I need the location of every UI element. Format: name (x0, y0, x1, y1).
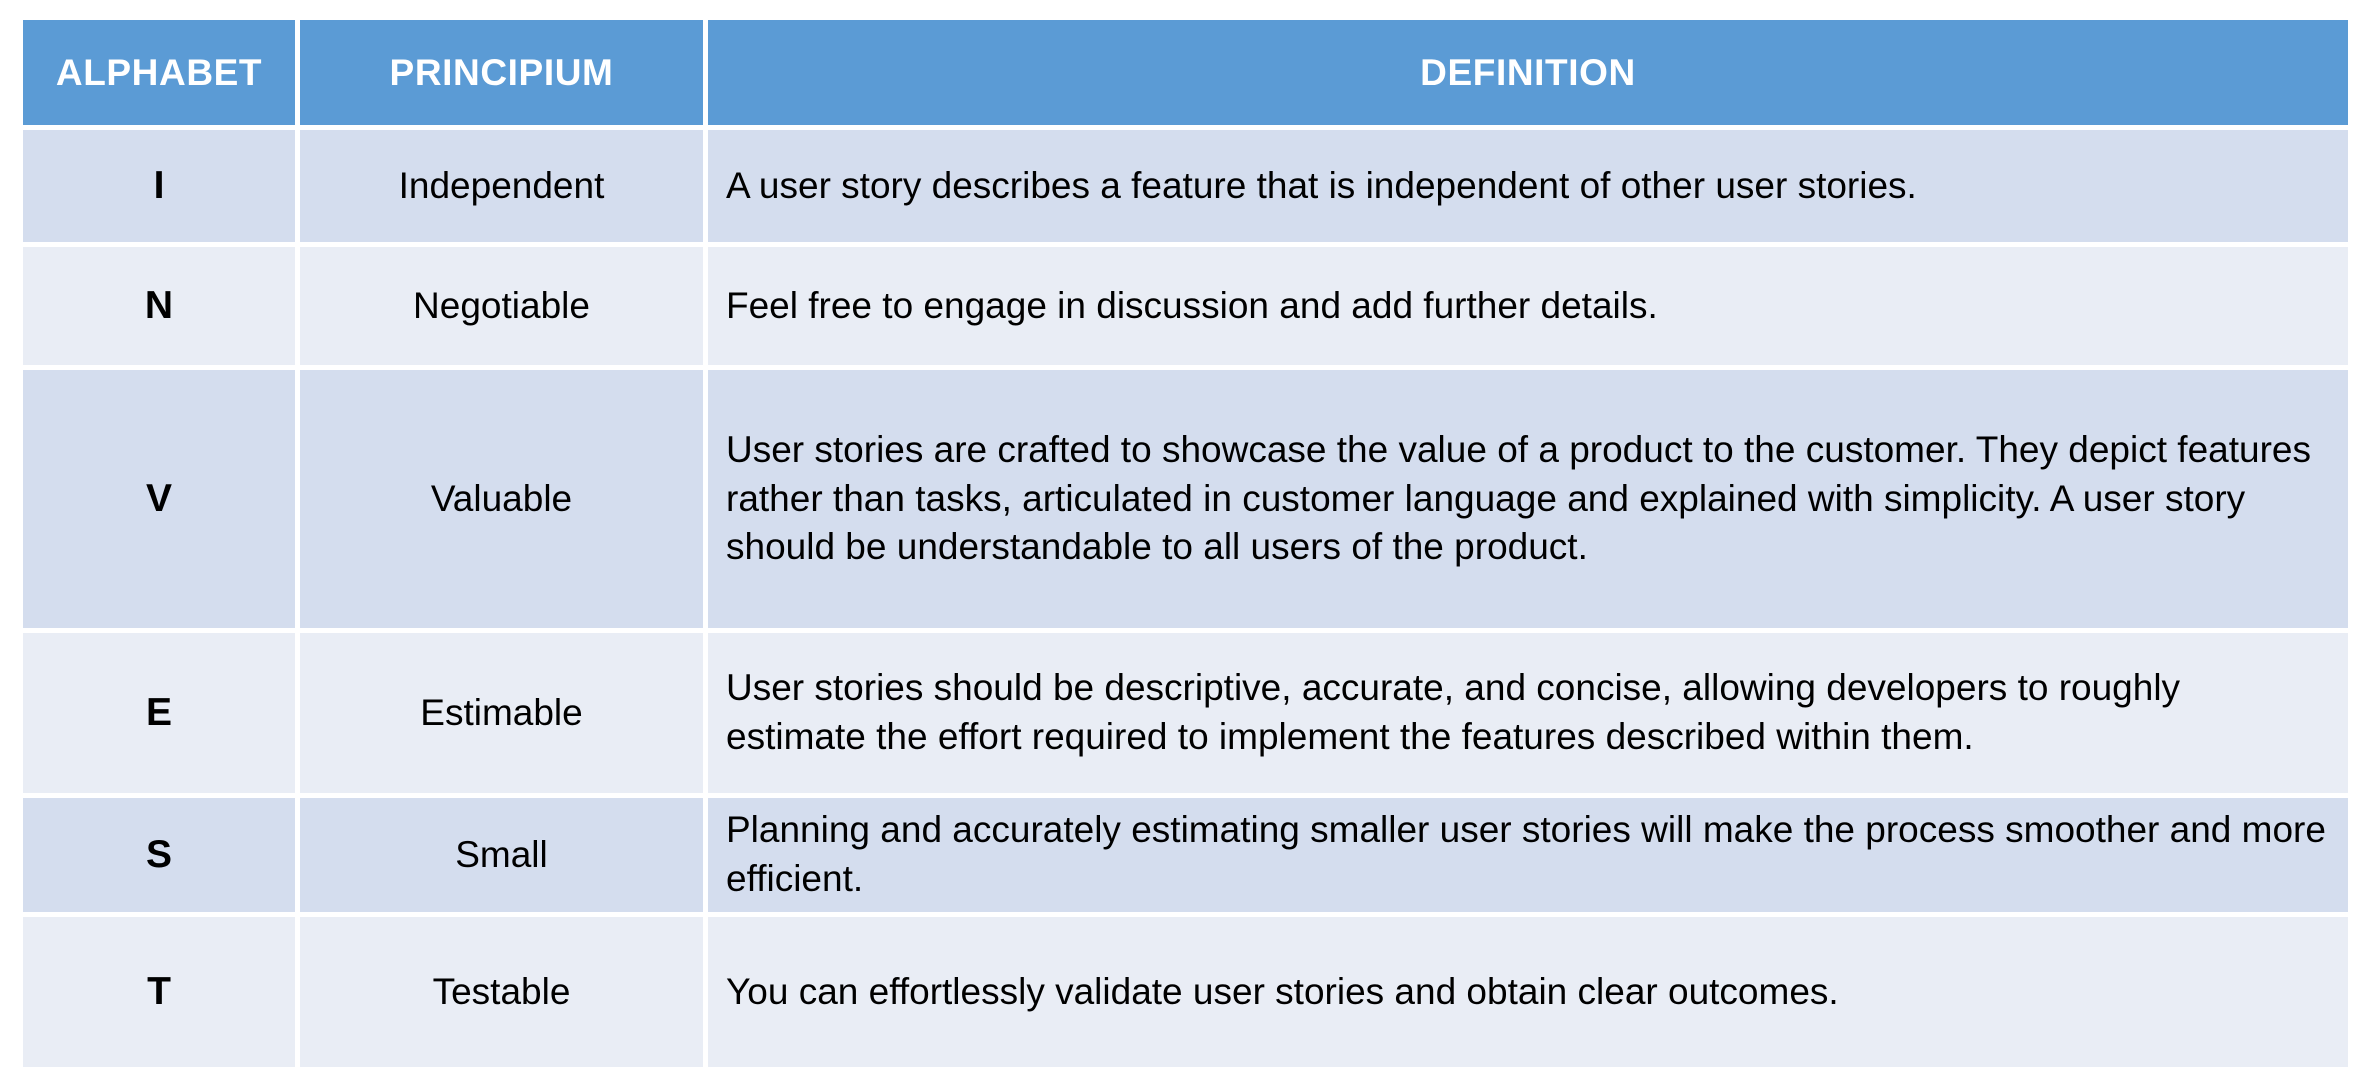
cell-alphabet: N (23, 247, 295, 365)
table-row: V Valuable User stories are crafted to s… (23, 370, 2348, 628)
cell-definition: A user story describes a feature that is… (708, 130, 2348, 242)
table-body: I Independent A user story describes a f… (23, 130, 2348, 1067)
cell-definition: Planning and accurately estimating small… (708, 798, 2348, 912)
cell-alphabet: S (23, 798, 295, 912)
cell-alphabet: I (23, 130, 295, 242)
table-row: E Estimable User stories should be descr… (23, 633, 2348, 793)
column-header-alphabet: ALPHABET (23, 20, 295, 125)
cell-definition: User stories should be descriptive, accu… (708, 633, 2348, 793)
table-row: N Negotiable Feel free to engage in disc… (23, 247, 2348, 365)
cell-definition: You can effortlessly validate user stori… (708, 917, 2348, 1067)
cell-principium: Negotiable (300, 247, 703, 365)
column-header-principium: PRINCIPIUM (300, 20, 703, 125)
cell-definition: Feel free to engage in discussion and ad… (708, 247, 2348, 365)
table-header: ALPHABET PRINCIPIUM DEFINITION (23, 20, 2348, 125)
header-row: ALPHABET PRINCIPIUM DEFINITION (23, 20, 2348, 125)
cell-alphabet: T (23, 917, 295, 1067)
invest-table-container: ALPHABET PRINCIPIUM DEFINITION I Indepen… (23, 20, 2348, 1075)
column-header-definition: DEFINITION (708, 20, 2348, 125)
cell-principium: Independent (300, 130, 703, 242)
invest-principles-table: ALPHABET PRINCIPIUM DEFINITION I Indepen… (18, 15, 2353, 1072)
cell-principium: Small (300, 798, 703, 912)
table-row: T Testable You can effortlessly validate… (23, 917, 2348, 1067)
cell-definition: User stories are crafted to showcase the… (708, 370, 2348, 628)
cell-alphabet: V (23, 370, 295, 628)
cell-principium: Testable (300, 917, 703, 1067)
cell-alphabet: E (23, 633, 295, 793)
table-row: I Independent A user story describes a f… (23, 130, 2348, 242)
cell-principium: Estimable (300, 633, 703, 793)
cell-principium: Valuable (300, 370, 703, 628)
table-row: S Small Planning and accurately estimati… (23, 798, 2348, 912)
